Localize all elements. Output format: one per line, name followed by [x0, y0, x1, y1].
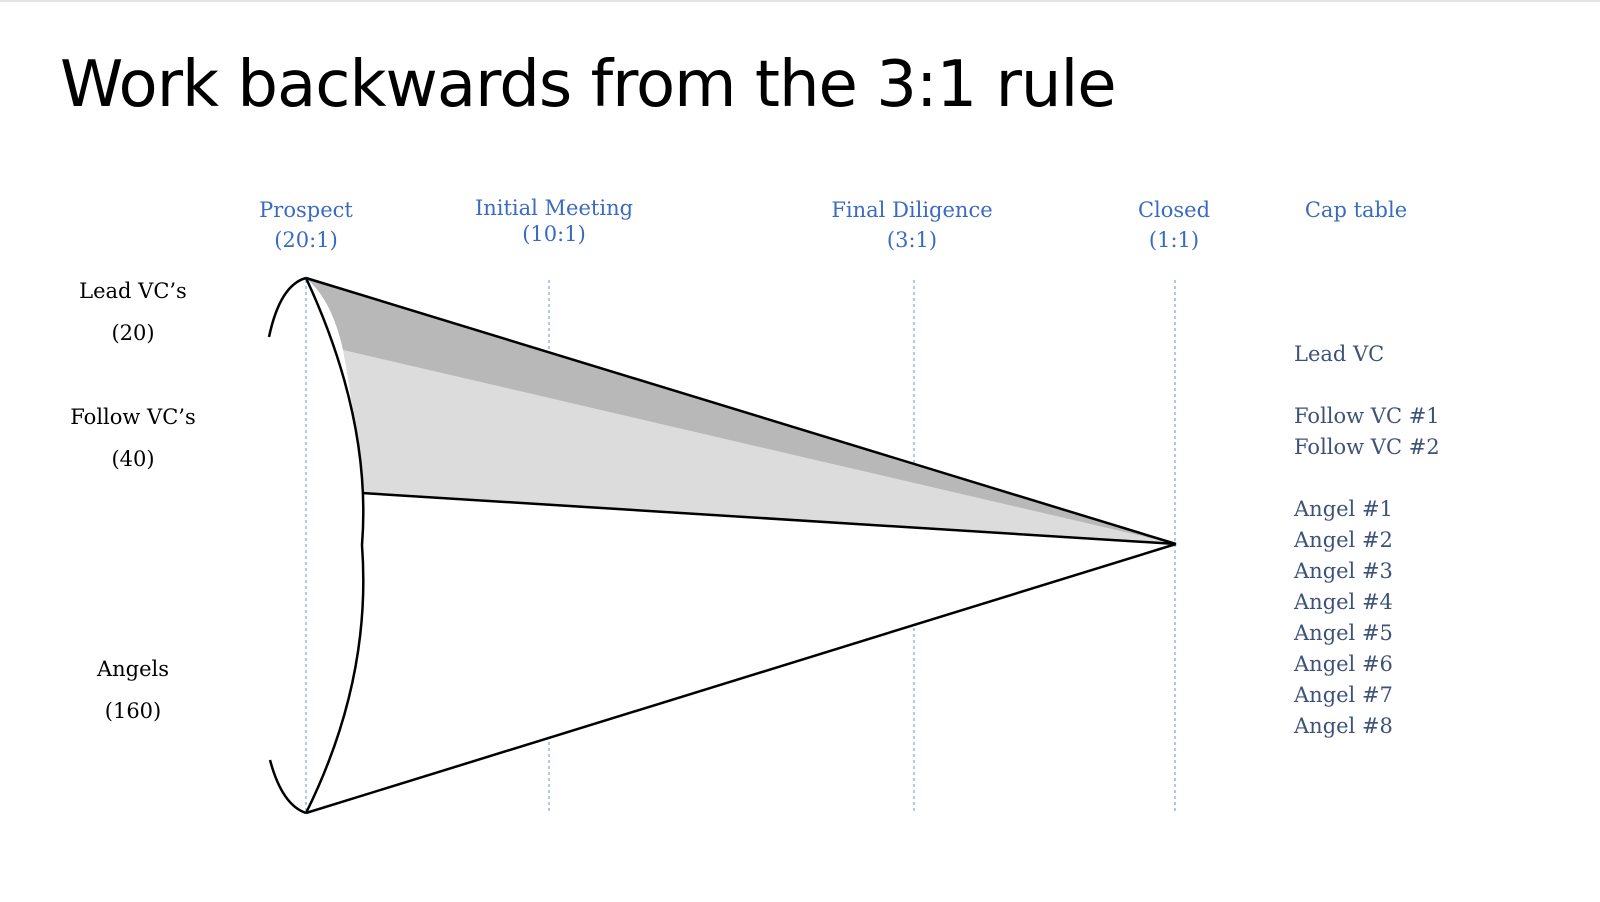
funnel-bottom-edge [305, 542, 1177, 815]
group-label: Lead VC’s [79, 279, 187, 303]
group-angels: Angels (160) [33, 655, 233, 725]
funnel-mouth-back-bottom [268, 759, 307, 815]
stage-ratio: (10:1) [522, 222, 586, 246]
group-lead-vcs: Lead VC’s (20) [33, 277, 233, 347]
group-count: (20) [111, 321, 155, 345]
stage-prospect: Prospect (20:1) [259, 195, 353, 255]
cap-table-item: Angel #8 [1294, 714, 1393, 738]
cap-table-item: Follow VC #1 [1294, 404, 1440, 428]
stage-ratio: (3:1) [886, 228, 938, 252]
group-label: Follow VC’s [70, 405, 196, 429]
top-border [0, 0, 1600, 2]
stage-cap-table: Cap table [1305, 195, 1407, 225]
cap-table-item: Angel #5 [1294, 621, 1393, 645]
group-label: Angels [96, 657, 170, 681]
cap-table-item: Angel #4 [1294, 590, 1393, 614]
cap-table-item: Lead VC [1294, 342, 1385, 366]
stage-label: Initial Meeting [474, 196, 634, 220]
stage-final-diligence: Final Diligence (3:1) [831, 195, 992, 255]
cap-table-item: Angel #6 [1294, 652, 1393, 676]
cap-table-item: Angel #7 [1294, 683, 1393, 707]
follow-angel-divider [361, 491, 1177, 546]
funnel-mouth-front [304, 277, 365, 814]
stage-label: Cap table [1304, 198, 1408, 222]
stage-closed: Closed (1:1) [1138, 195, 1210, 255]
slide-title: Work backwards from the 3:1 rule [60, 48, 1117, 122]
cap-table-item: Angel #2 [1294, 528, 1393, 552]
cap-table-item: Angel #3 [1294, 559, 1393, 583]
stage-label: Final Diligence [831, 198, 993, 222]
stage-label: Closed [1137, 198, 1211, 222]
group-count: (160) [104, 699, 162, 723]
stage-label: Prospect [259, 198, 353, 222]
funnel-mouth-back-top [267, 276, 307, 338]
stage-ratio: (1:1) [1148, 228, 1200, 252]
stage-initial-meeting: Initial Meeting (10:1) [475, 195, 633, 247]
group-count: (40) [111, 447, 155, 471]
funnel-region-angels [306, 493, 1176, 813]
funnel-top-edge [305, 276, 1177, 546]
cap-table-item: Angel #1 [1294, 497, 1393, 521]
cap-table-item: Follow VC #2 [1294, 435, 1440, 459]
stage-ratio: (20:1) [274, 228, 338, 252]
group-follow-vcs: Follow VC’s (40) [33, 403, 233, 473]
